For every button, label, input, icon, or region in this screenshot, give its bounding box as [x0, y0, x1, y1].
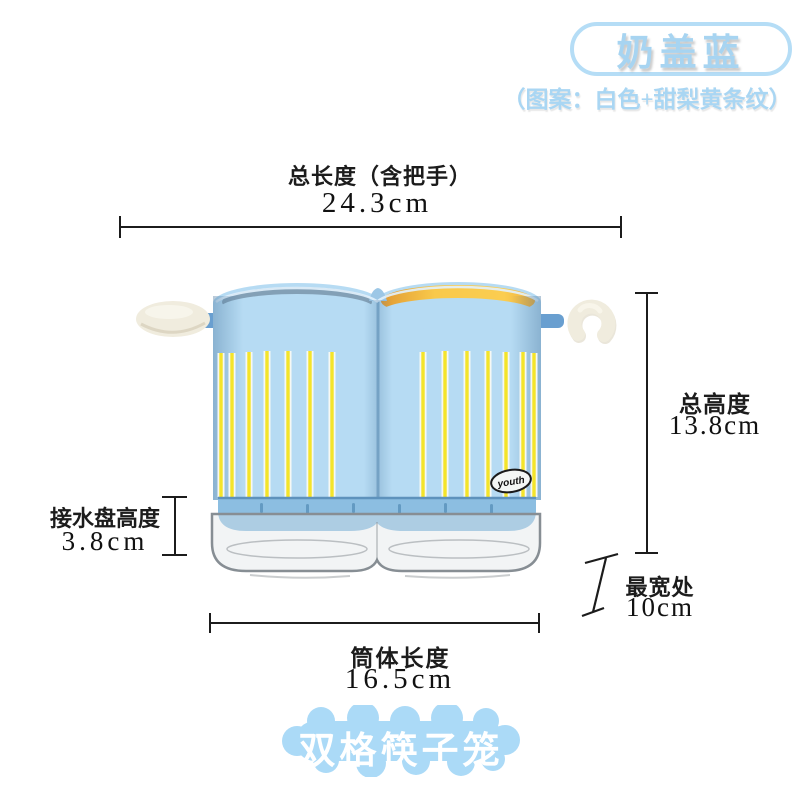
tray-height-value: 3.8cm [61, 526, 149, 556]
drain-slots [260, 503, 493, 514]
cup-bodies [213, 282, 541, 500]
total-length-value: 24.3cm [321, 187, 433, 219]
tray-height-label: 接水盘高度 [49, 506, 160, 531]
right-cup-stripes [419, 351, 538, 497]
left-cup [213, 283, 381, 500]
dimension-tick [119, 216, 121, 238]
dimension-tick [538, 613, 540, 633]
body-length-dimension-line [210, 622, 540, 624]
tray-height-dimension-line [174, 497, 176, 556]
drip-tray-wall [210, 512, 542, 573]
dimension-tick [620, 216, 622, 238]
dimension-tick [635, 552, 658, 554]
total-length-dimension-line [120, 226, 622, 228]
left-cup-stripes [217, 351, 336, 497]
total-height-dimension-line [646, 294, 648, 553]
dimension-tick [162, 554, 187, 556]
widest-label: 最宽处 [625, 575, 695, 600]
dimension-tick [209, 613, 211, 633]
stripe-pattern [217, 351, 538, 497]
drip-tray [210, 512, 542, 579]
total-length-label: 总长度（含把手） [287, 164, 472, 189]
right-cup [375, 282, 541, 500]
youth-logo: youth [490, 468, 532, 494]
pattern-note: （图案：白色+甜梨黄条纹） [502, 87, 792, 112]
dimension-tick [162, 496, 187, 498]
total-height-value: 13.8cm [668, 410, 762, 440]
left-handle [136, 301, 224, 337]
cloud-shape [282, 705, 520, 777]
widest-dimension-line [581, 552, 619, 618]
product-illustration: youth [136, 282, 617, 579]
body-length-value: 16.5cm [344, 663, 456, 695]
total-height-label: 总高度 [679, 392, 751, 417]
product-name-text: 双格筷子笼 [298, 730, 504, 771]
dimension-tick [635, 292, 658, 294]
body-length-label: 筒体长度 [350, 646, 451, 671]
color-name-badge: 奶盖蓝 [570, 22, 792, 76]
product-name-badge: 双格筷子笼 [281, 705, 521, 777]
youth-logo-text: youth [496, 475, 526, 490]
color-name-label: 奶盖蓝 [616, 33, 746, 74]
right-handle [534, 299, 617, 344]
widest-value: 10cm [626, 592, 694, 622]
